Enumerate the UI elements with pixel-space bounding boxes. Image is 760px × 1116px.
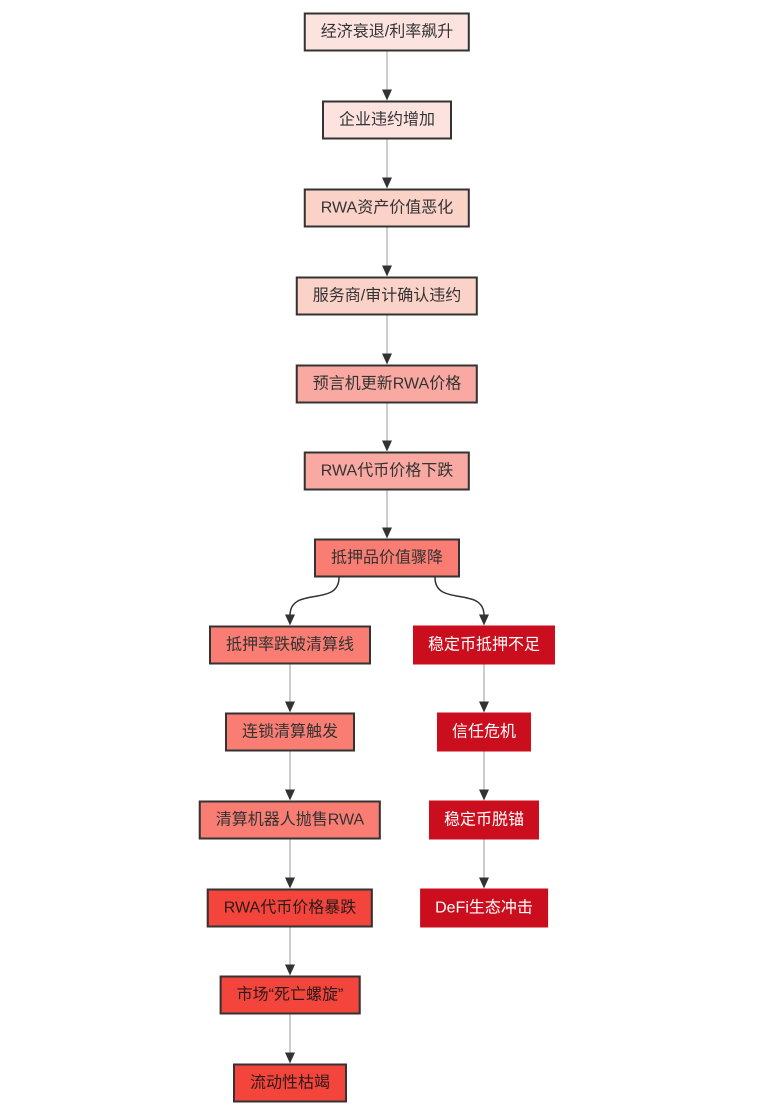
edge-arrowhead: [479, 877, 489, 889]
flow-node-n10: 清算机器人抛售RWA: [198, 800, 382, 840]
flow-node-r4: DeFi生态冲击: [420, 888, 548, 928]
edge-arrowhead: [479, 789, 489, 801]
flow-node-n9: 连锁清算触发: [224, 712, 356, 752]
edge-arrowhead: [382, 177, 392, 189]
flow-node-n4: 服务商/审计确认违约: [295, 276, 479, 316]
flow-node-n11: RWA代币价格暴跌: [206, 888, 374, 928]
edge-arrowhead: [479, 701, 489, 713]
edge-arrowhead: [382, 353, 392, 365]
flow-node-n6: RWA代币价格下跌: [303, 451, 471, 491]
flow-node-n8: 抵押率跌破清算线: [208, 625, 372, 665]
flow-node-n13: 流动性枯竭: [232, 1063, 348, 1103]
edge-arrowhead: [382, 89, 392, 101]
edge-arrowhead: [479, 614, 489, 626]
flow-node-n2: 企业违约增加: [321, 100, 453, 140]
edge-arrowhead: [382, 440, 392, 452]
flow-node-n7: 抵押品价值骤降: [313, 538, 461, 578]
flow-node-n5: 预言机更新RWA价格: [295, 364, 479, 404]
flow-node-r1: 稳定币抵押不足: [412, 625, 556, 665]
flow-node-n12: 市场“死亡螺旋”: [219, 975, 361, 1015]
flow-node-r3: 稳定币脱锚: [428, 800, 540, 840]
flow-edge-branch: [289, 577, 340, 616]
flow-node-r2: 信任危机: [436, 712, 532, 752]
edge-arrowhead: [285, 964, 295, 976]
edge-arrowhead: [285, 789, 295, 801]
edge-arrowhead: [285, 614, 295, 626]
flow-edge-branch: [434, 577, 485, 616]
edge-arrowhead: [285, 877, 295, 889]
edge-arrowhead: [285, 701, 295, 713]
edge-arrowhead: [382, 265, 392, 277]
flow-node-n3: RWA资产价值恶化: [303, 188, 471, 228]
edge-arrowhead: [285, 1052, 295, 1064]
edge-arrowhead: [382, 527, 392, 539]
flow-node-n1: 经济衰退/利率飙升: [303, 12, 471, 52]
